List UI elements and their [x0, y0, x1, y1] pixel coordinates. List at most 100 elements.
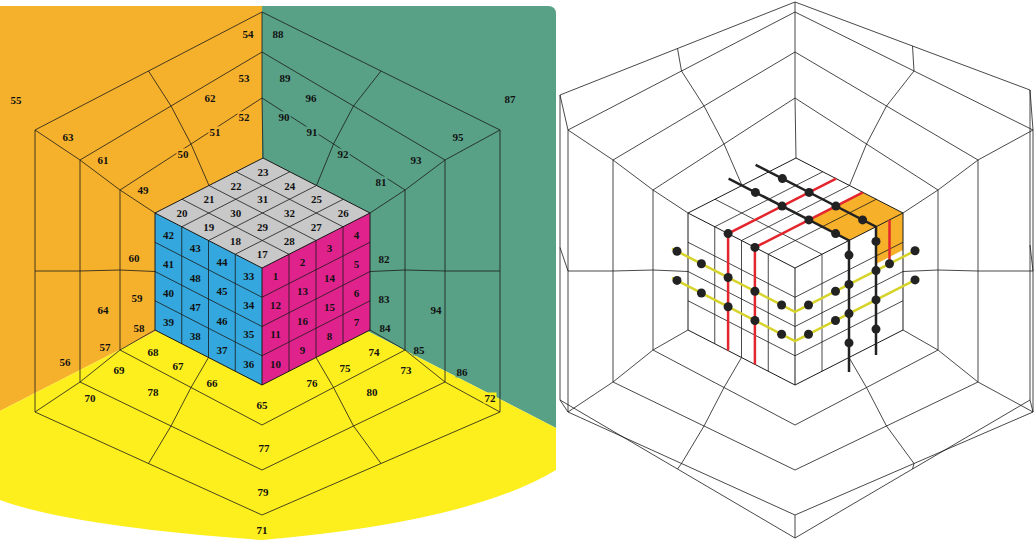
region-number: 91 [306, 127, 319, 138]
cube-cell-number: 10 [269, 358, 282, 369]
cube-cell-number: 21 [202, 194, 215, 205]
region-number: 71 [256, 525, 269, 536]
outer-ring [560, 2, 1033, 538]
region-number: 60 [128, 253, 141, 264]
region-number: 94 [430, 305, 443, 316]
region-number: 73 [400, 365, 413, 376]
cube-cell-number: 9 [299, 344, 307, 355]
cube-cell-number: 24 [283, 180, 296, 191]
region-number: 75 [339, 363, 352, 374]
cube-cell-number: 5 [353, 258, 361, 269]
cube-cell-number: 44 [215, 257, 228, 268]
highlight-patch [876, 213, 903, 264]
cube-cell-number: 35 [242, 329, 255, 340]
region-number: 66 [206, 378, 219, 389]
region-number: 74 [368, 347, 381, 358]
region-number: 50 [177, 149, 190, 160]
cube-cell-number: 23 [256, 166, 269, 177]
region-number: 59 [131, 293, 144, 304]
region-number: 61 [97, 155, 110, 166]
coloured-cube [155, 158, 370, 385]
cube-cell-number: 46 [215, 315, 228, 326]
region-number: 54 [242, 29, 255, 40]
cube-cell-number: 20 [175, 208, 188, 219]
cube-cell-number: 22 [229, 180, 242, 191]
cube-cell-number: 37 [215, 344, 228, 355]
cube-cell-number: 16 [296, 315, 309, 326]
region-number: 87 [504, 94, 517, 105]
junction-dots [673, 174, 920, 347]
cube-cell-number: 1 [272, 270, 280, 281]
black-wires [729, 165, 876, 372]
region-number: 79 [257, 487, 270, 498]
cube-cell-number: 14 [323, 272, 336, 283]
cube-cell-number: 26 [337, 208, 350, 219]
region-number: 83 [378, 294, 391, 305]
cube-cell-number: 39 [162, 317, 175, 328]
region-number: 63 [62, 132, 75, 143]
cube-cell-number: 27 [310, 221, 323, 232]
cube-cell-number: 7 [353, 317, 361, 328]
cube-cell-number: 33 [242, 270, 255, 281]
region-number: 65 [256, 400, 269, 411]
cube-cell-number: 43 [189, 243, 202, 254]
region-number: 51 [209, 127, 222, 138]
region-number: 56 [59, 357, 72, 368]
room-walls [0, 0, 560, 540]
cube-grid [155, 158, 370, 385]
region-number: 62 [204, 93, 217, 104]
red-wires [728, 179, 889, 365]
cube-cell-number: 12 [269, 300, 282, 311]
cube-cell-number: 13 [296, 286, 309, 297]
region-number: 84 [379, 323, 392, 334]
region-number: 72 [484, 393, 497, 404]
region-number: 82 [378, 254, 391, 265]
region-number: 92 [337, 149, 350, 160]
cube-cell-number: 8 [326, 331, 334, 342]
region-number: 96 [305, 93, 318, 104]
yellow-wires [672, 249, 919, 342]
cube-cell-number: 48 [189, 272, 202, 283]
cube-cell-number: 25 [310, 194, 323, 205]
region-number: 90 [278, 112, 291, 123]
plain-cube [688, 158, 903, 385]
cube-cell-number: 41 [162, 258, 175, 269]
cube-cell-number: 6 [353, 288, 361, 299]
region-number: 81 [375, 177, 388, 188]
region-number: 53 [238, 73, 251, 84]
cube-cell-number: 4 [353, 229, 361, 240]
region-number: 49 [137, 185, 150, 196]
region-number: 95 [452, 132, 465, 143]
cube-cell-number: 17 [256, 249, 269, 260]
cube-cell-number: 11 [269, 329, 281, 340]
cube-cell-number: 19 [202, 221, 215, 232]
cube-cell-number: 42 [162, 229, 175, 240]
region-number: 77 [258, 443, 271, 454]
cube-cell-number: 28 [283, 235, 296, 246]
wiring-drawing [560, 2, 1033, 538]
region-number: 64 [97, 305, 110, 316]
cube-cell-number: 29 [256, 221, 269, 232]
region-number: 93 [410, 155, 423, 166]
region-number: 85 [413, 345, 426, 356]
projection-rings [35, 12, 500, 515]
region-number: 76 [306, 378, 319, 389]
region-number: 89 [279, 73, 292, 84]
region-number: 58 [133, 323, 146, 334]
region-number: 52 [238, 112, 251, 123]
region-number: 80 [366, 387, 379, 398]
region-number: 57 [99, 342, 112, 353]
cube-grid [688, 158, 903, 385]
cube-cell-number: 2 [299, 257, 307, 268]
cube-cell-number: 3 [326, 243, 334, 254]
region-number: 86 [456, 367, 469, 378]
cube-cell-number: 31 [256, 194, 269, 205]
region-number: 67 [172, 361, 185, 372]
cube-cell-number: 30 [229, 208, 242, 219]
region-number: 55 [10, 95, 23, 106]
region-number: 88 [272, 29, 285, 40]
cube-cell-number: 36 [242, 358, 255, 369]
cube-cell-number: 32 [283, 208, 296, 219]
